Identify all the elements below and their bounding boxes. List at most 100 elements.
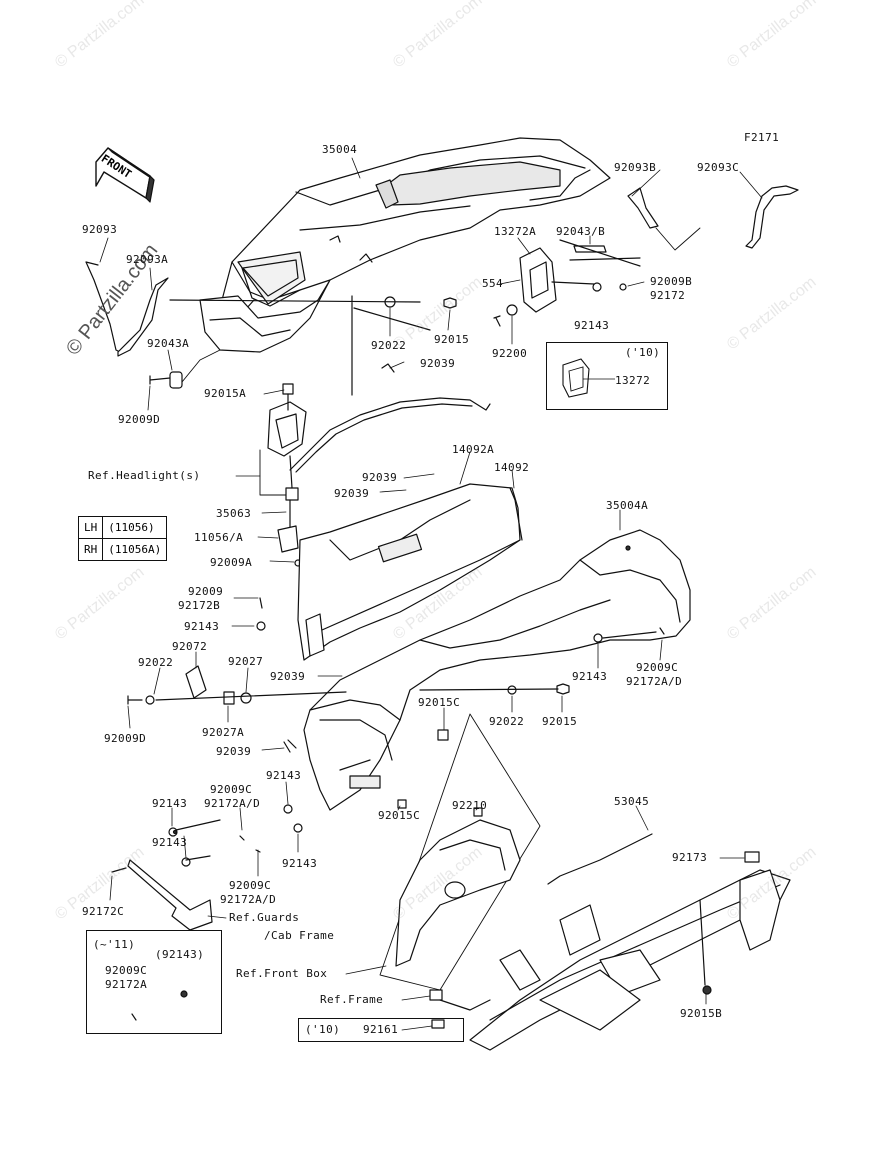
year11-box: (~'11) (92143) 92009C 92172A [86,930,222,1034]
part-label-p92027: 92027 [228,655,264,668]
leader-lines [99,157,763,1031]
part-label-p92072: 92072 [172,640,208,653]
part-label-p92143e: 92143 [152,797,188,810]
part-label-p92093A: 92093A [126,253,169,266]
part-number: 92161 [363,1023,399,1036]
part-number: (92143) [155,948,205,961]
part-label-pRefFrame: Ref.Frame [320,993,384,1006]
part-label-p92039d: 92039 [270,670,306,683]
part-label-p92200: 92200 [492,347,528,360]
part-label-p92027A: 92027A [202,726,245,739]
part-label-p92093B: 92093B [614,161,657,174]
part-label-p92039a: 92039 [420,357,456,370]
part-label-p92015a: 92015 [434,333,470,346]
box-title: ('10) [305,1023,341,1036]
headlight-bracket [259,383,307,529]
hood-panel [199,137,611,353]
part-label-p92009C2: 92009C [210,783,253,796]
table-cell: RH [77,538,104,561]
codes-table: LH (11056) RH (11056A) [77,516,168,561]
table-cell: (11056A) [102,538,168,561]
table-cell: (11056) [102,516,168,539]
fender-35004A [303,529,691,811]
part-number: 13272 [615,374,651,387]
part-label-pRefFrontBox: Ref.Front Box [236,967,328,980]
part-label-p13272A: 13272A [494,225,537,238]
table-row: RH (11056A) [77,538,168,561]
table-cell: LH [77,516,104,539]
part-label-p14092A: 14092A [452,443,495,456]
part-label-p92143d: 92143 [266,769,302,782]
part-label-pRefGuards: Ref.Guards [229,911,300,924]
box-title: ('10) [625,346,661,359]
year10-lower-box: ('10) 92161 [298,1018,464,1042]
figure-code: F2171 [744,131,780,144]
part-label-p92143c: 92143 [572,670,608,683]
part-label-p92009A: 92009A [210,556,253,569]
part-label-p11056A: 11056/A [194,531,244,544]
part-label-p92093C: 92093C [697,161,740,174]
bracket-13272-icon [562,358,590,398]
part-label-p92172C: 92172C [82,905,125,918]
part-label-p92172B: 92172B [178,599,221,612]
front-box-panel [395,807,521,967]
part-number: 92009C [105,964,148,977]
part-label-p92009D1: 92009D [118,413,161,426]
part-label-p92172AD1: 92172A/D [626,675,683,688]
part-label-p14092: 14092 [494,461,530,474]
table-row: LH (11056) [77,516,168,539]
part-label-p92015C2: 92015C [378,809,421,822]
part-label-p35063: 35063 [216,507,252,520]
part-label-p92143a: 92143 [574,319,610,332]
part-label-p92022b: 92022 [138,656,174,669]
cover-11056 [277,525,299,553]
frame-assembly [429,851,791,1051]
part-label-p554: 554 [482,277,504,290]
strip-92093B [627,187,659,229]
part-label-p92015B: 92015B [680,1007,723,1020]
part-label-p92172AD2: 92172A/D [204,797,261,810]
part-label-p92009D2: 92009D [104,732,147,745]
rod-53045 [547,833,653,885]
part-label-p92009a: 92009 [188,585,224,598]
part-label-p92043B: 92043/B [556,225,606,238]
part-label-p92172: 92172 [650,289,686,302]
part-label-p92143g: 92143 [282,857,318,870]
part-label-p92015A: 92015A [204,387,247,400]
box-title: (~'11) [93,938,136,951]
part-number: 92172A [105,978,148,991]
part-label-p92039b: 92039 [362,471,398,484]
part-label-p92039e: 92039 [216,745,252,758]
part-label-p92172AD3: 92172A/D [220,893,277,906]
part-label-p92015b: 92015 [542,715,578,728]
part-label-p53045: 53045 [614,795,650,808]
part-label-pRefHeadlight: Ref.Headlight(s) [88,469,201,482]
part-label-p92143b: 92143 [184,620,220,633]
part-label-p92022c: 92022 [489,715,525,728]
strip-92093 [85,261,121,353]
part-label-pRefCab: /Cab Frame [264,929,335,942]
part-label-p92043A: 92043A [147,337,190,350]
part-label-p92210: 92210 [452,799,488,812]
strip-92093A [117,277,169,357]
bracket-13272A [493,239,641,327]
harness [289,397,491,471]
part-label-p35004: 35004 [322,143,358,156]
part-label-p92009C3: 92009C [229,879,272,892]
inner-panel-14092 [297,483,523,661]
part-label-p92039c: 92039 [334,487,370,500]
part-label-p92173: 92173 [672,851,708,864]
strip-92093C [745,185,799,249]
part-label-p35004A: 35004A [606,499,649,512]
part-label-p92009B: 92009B [650,275,693,288]
part-label-p92143f: 92143 [152,836,188,849]
box-11-parts [131,990,188,1021]
clip-92072 [185,665,207,699]
part-label-p92022a: 92022 [371,339,407,352]
part-label-p92009C1: 92009C [636,661,679,674]
bolt-92043A [149,371,183,389]
front-arrow-icon [95,147,155,203]
part-label-p92093: 92093 [82,223,118,236]
